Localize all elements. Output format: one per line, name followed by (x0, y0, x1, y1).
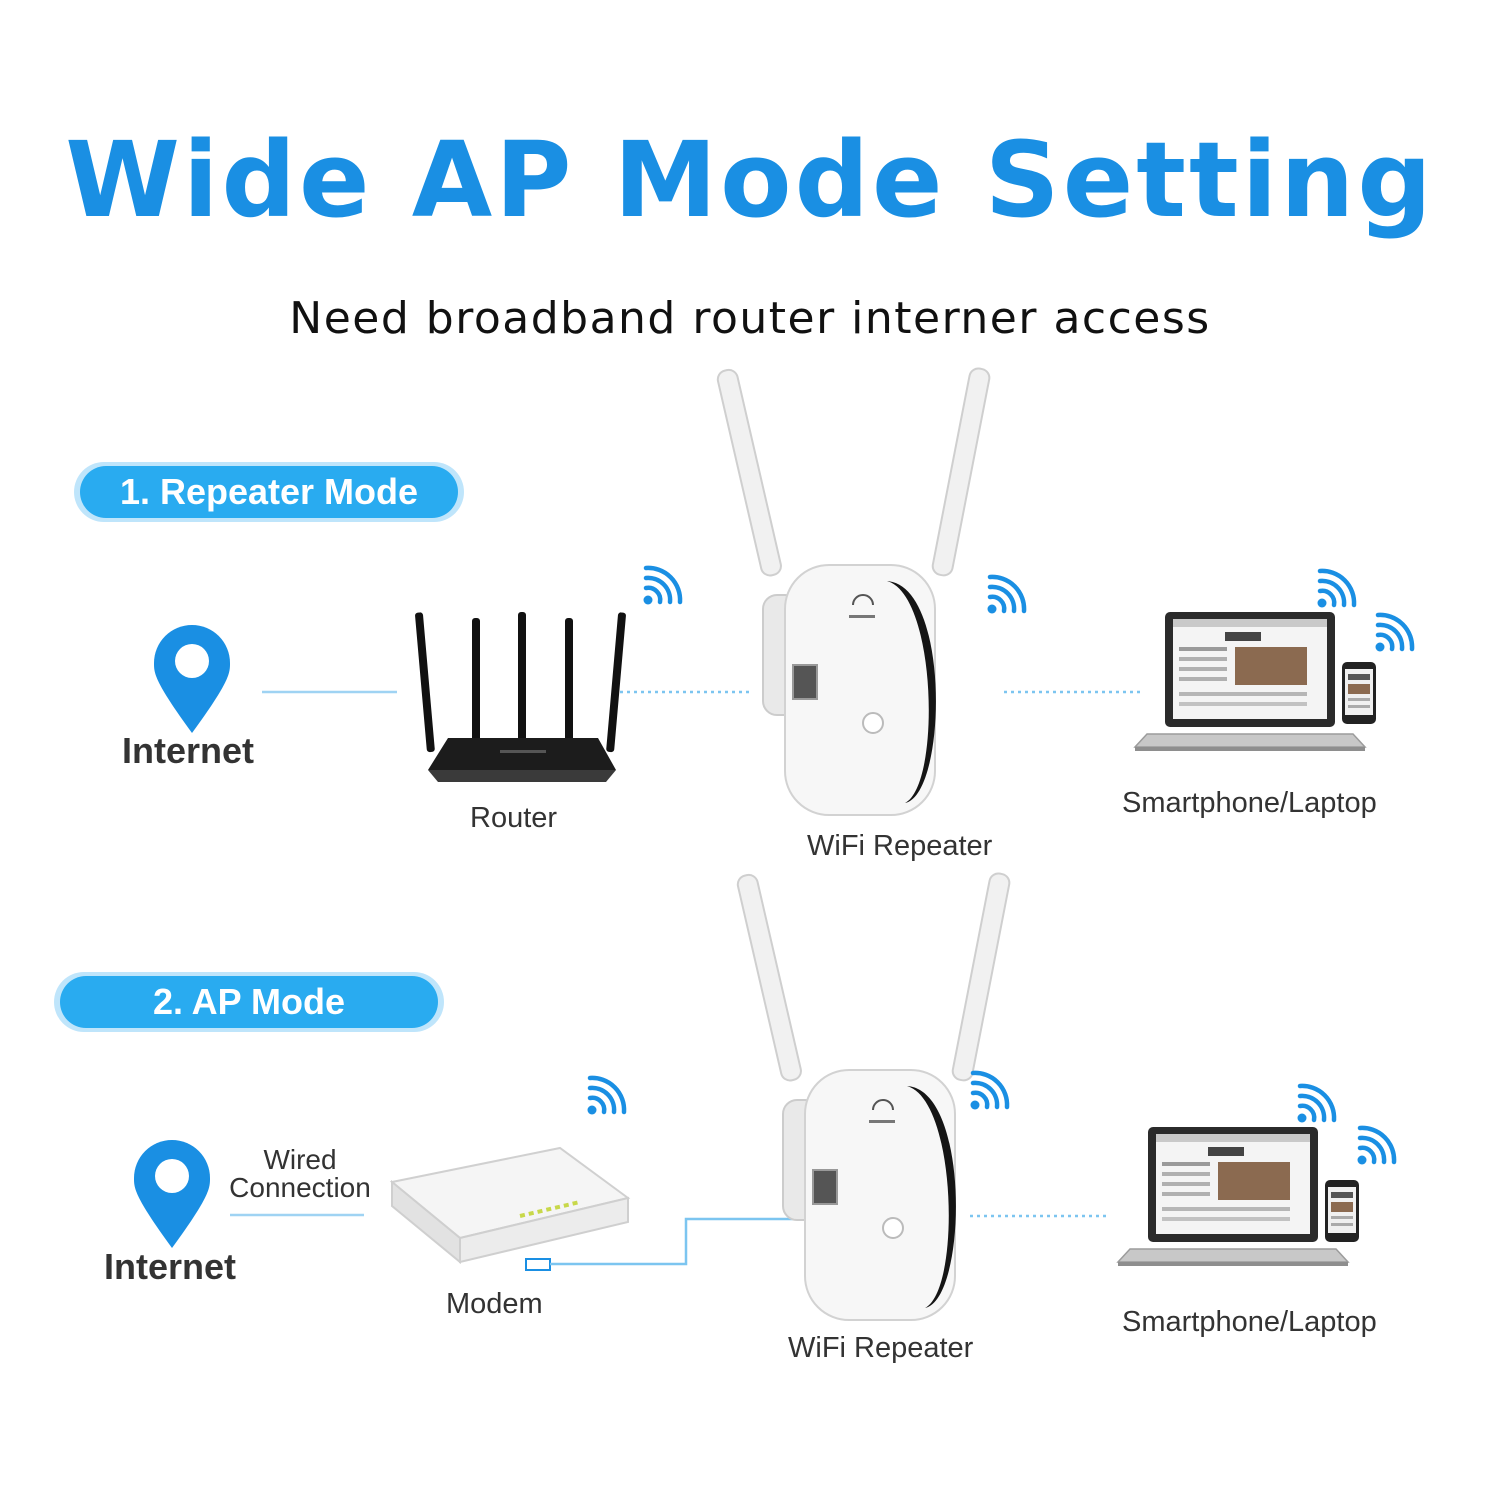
page-title: Wide AP Mode Setting (65, 119, 1435, 241)
wifi-signal-icon (644, 568, 681, 605)
modem-icon (389, 1146, 631, 1265)
repeater-label: WiFi Repeater (788, 1332, 974, 1364)
section-label: 2. AP Mode (152, 981, 346, 1022)
internet-label: Internet (104, 1246, 237, 1287)
wifi-signal-icon (1376, 615, 1413, 652)
laptop-icon (1117, 1126, 1349, 1267)
internet-label: Internet (122, 730, 255, 771)
modem-port (525, 1258, 551, 1271)
repeater-label: WiFi Repeater (807, 830, 993, 862)
client-label: Smartphone/Laptop (1122, 787, 1377, 819)
router-icon (415, 612, 626, 782)
wifi-signal-icon (988, 577, 1025, 614)
location-pin-icon (154, 625, 230, 733)
wifi-signal-icon (588, 1078, 625, 1115)
router-label: Router (470, 802, 558, 834)
modem-label: Modem (446, 1288, 543, 1320)
laptop-icon (1134, 611, 1366, 752)
section-pill-repeater: 1. Repeater Mode (80, 466, 458, 518)
section-label: 1. Repeater Mode (119, 471, 419, 512)
client-label: Smartphone/Laptop (1122, 1306, 1377, 1338)
wifi-signal-icon (971, 1073, 1008, 1110)
wifi-signal-icon (1318, 571, 1355, 608)
location-pin-icon (134, 1140, 210, 1248)
wifi-signal-icon (1358, 1128, 1395, 1165)
wired-connection-label: Wired Connection (229, 1144, 371, 1203)
modem-repeater-cable (550, 1217, 830, 1266)
wifi-signal-icon (1298, 1086, 1335, 1123)
page-subtitle: Need broadband router interner access (289, 293, 1211, 344)
wifi-repeater-icon (735, 870, 1012, 1321)
smartphone-icon (1325, 1180, 1359, 1242)
smartphone-icon (1342, 662, 1376, 724)
section-pill-ap: 2. AP Mode (60, 976, 438, 1028)
wifi-repeater-icon (715, 365, 992, 816)
